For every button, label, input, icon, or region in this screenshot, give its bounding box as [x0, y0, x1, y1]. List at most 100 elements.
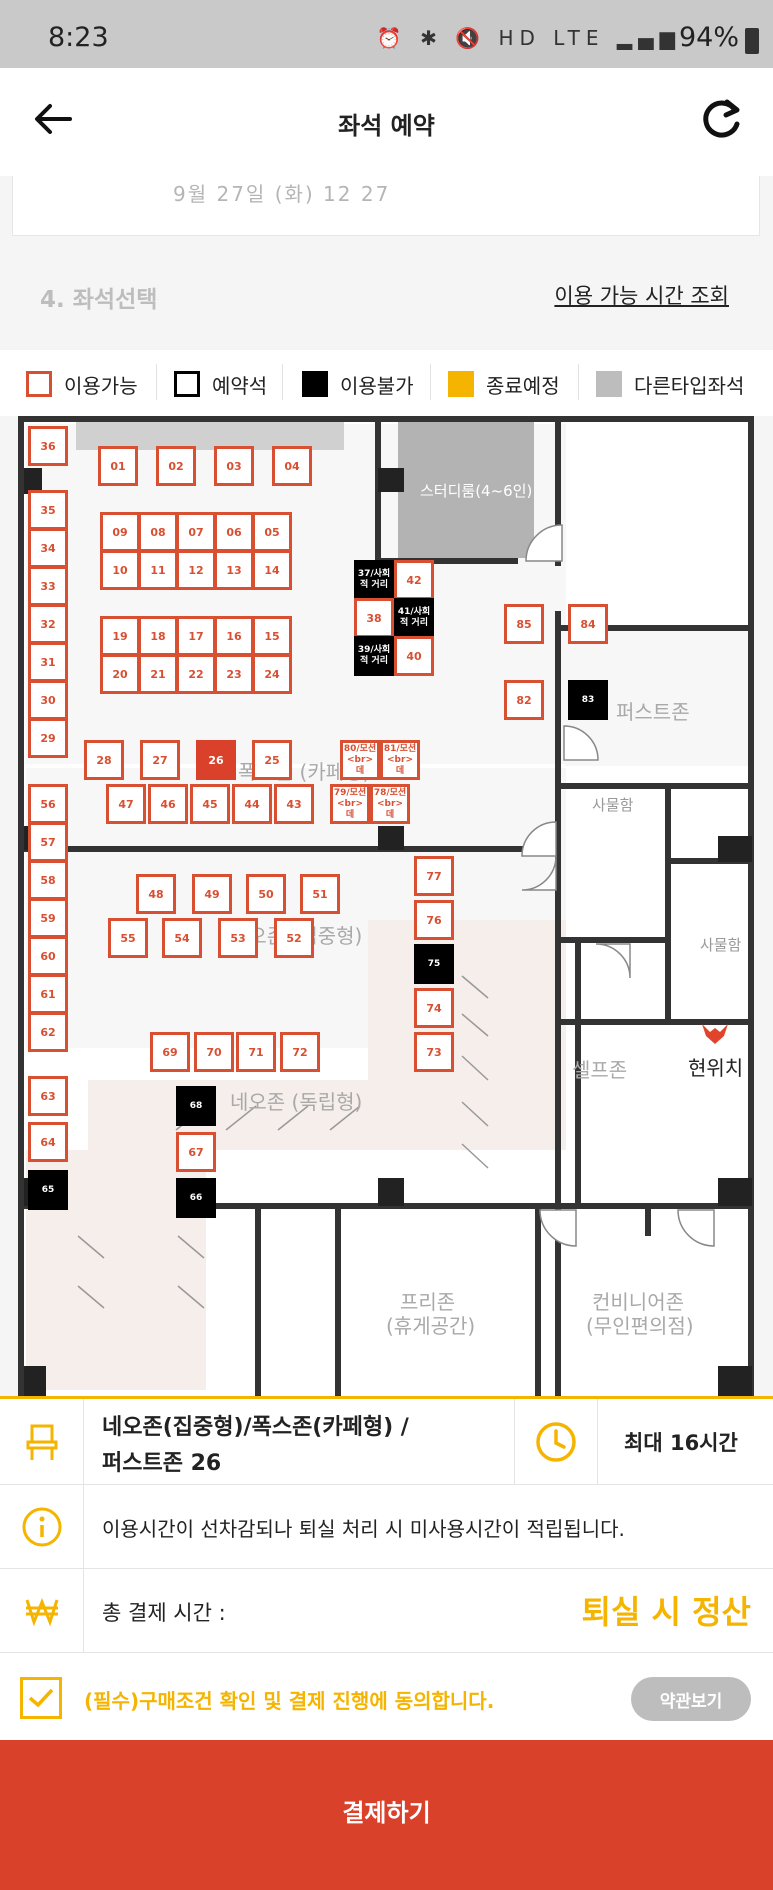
seat-39: 39/사회적 거리	[354, 636, 394, 676]
seat-38[interactable]: 38	[354, 598, 394, 638]
seat-67[interactable]: 67	[176, 1132, 216, 1172]
zone-study-room: 스터디룸(4~6인)	[420, 482, 533, 500]
seat-58[interactable]: 58	[28, 860, 68, 900]
seat-77[interactable]: 77	[414, 856, 454, 896]
seat-04[interactable]: 04	[272, 446, 312, 486]
seat-05[interactable]: 05	[252, 512, 292, 552]
seat-57[interactable]: 57	[28, 822, 68, 862]
seat-34[interactable]: 34	[28, 528, 68, 568]
seat-17[interactable]: 17	[176, 616, 216, 656]
seat-60[interactable]: 60	[28, 936, 68, 976]
seat-69[interactable]: 69	[150, 1032, 190, 1072]
seat-35[interactable]: 35	[28, 490, 68, 530]
seat-07[interactable]: 07	[176, 512, 216, 552]
seat-42[interactable]: 42	[394, 560, 434, 600]
seat-62[interactable]: 62	[28, 1012, 68, 1052]
seat-40[interactable]: 40	[394, 636, 434, 676]
seat-13[interactable]: 13	[214, 550, 254, 590]
clock-icon	[514, 1399, 598, 1485]
seat-19[interactable]: 19	[100, 616, 140, 656]
pay-button[interactable]: 결제하기	[0, 1740, 773, 1890]
seat-79[interactable]: 79/모션<br>데	[330, 784, 370, 824]
seat-10[interactable]: 10	[100, 550, 140, 590]
legend-label: 이용불가	[340, 373, 414, 398]
seat-53[interactable]: 53	[218, 918, 258, 958]
page-title: 좌석 예약	[338, 112, 435, 140]
seat-72[interactable]: 72	[280, 1032, 320, 1072]
seat-32[interactable]: 32	[28, 604, 68, 644]
available-time-link[interactable]: 이용 가능 시간 조회	[554, 284, 729, 308]
seat-24[interactable]: 24	[252, 654, 292, 694]
zone-self: 셀프존	[572, 1058, 628, 1082]
seat-12[interactable]: 12	[176, 550, 216, 590]
seat-01[interactable]: 01	[98, 446, 138, 486]
seat-09[interactable]: 09	[100, 512, 140, 552]
seat-64[interactable]: 64	[28, 1122, 68, 1162]
seat-27[interactable]: 27	[140, 740, 180, 780]
seat-29[interactable]: 29	[28, 718, 68, 758]
seat-82[interactable]: 82	[504, 680, 544, 720]
zone-locker-2: 사물함	[700, 936, 742, 954]
seat-59[interactable]: 59	[28, 898, 68, 938]
seat-36[interactable]: 36	[28, 426, 68, 466]
seat-44[interactable]: 44	[232, 784, 272, 824]
seat-80[interactable]: 80/모션<br>데	[340, 740, 380, 780]
agree-row: (필수)구매조건 확인 및 결제 진행에 동의합니다. 약관보기	[0, 1653, 773, 1743]
seat-43[interactable]: 43	[274, 784, 314, 824]
agree-checkbox[interactable]	[20, 1677, 62, 1719]
seat-70[interactable]: 70	[194, 1032, 234, 1072]
seat-30[interactable]: 30	[28, 680, 68, 720]
seat-14[interactable]: 14	[252, 550, 292, 590]
seat-31[interactable]: 31	[28, 642, 68, 682]
seat-22[interactable]: 22	[176, 654, 216, 694]
refresh-icon[interactable]	[697, 94, 747, 144]
total-label: 총 결제 시간 :	[102, 1601, 226, 1625]
seat-74[interactable]: 74	[414, 988, 454, 1028]
seat-81[interactable]: 81/모션<br>데	[380, 740, 420, 780]
seat-78[interactable]: 78/모션<br>데	[370, 784, 410, 824]
seat-legend: 이용가능 예약석 이용불가 종료예정 다른타입좌석	[0, 350, 773, 416]
seat-02[interactable]: 02	[156, 446, 196, 486]
seat-11[interactable]: 11	[138, 550, 178, 590]
seat-54[interactable]: 54	[162, 918, 202, 958]
legend-ending-soon: 종료예정	[448, 370, 560, 398]
seat-56[interactable]: 56	[28, 784, 68, 824]
seat-28[interactable]: 28	[84, 740, 124, 780]
seat-61[interactable]: 61	[28, 974, 68, 1014]
seat-71[interactable]: 71	[236, 1032, 276, 1072]
seat-18[interactable]: 18	[138, 616, 178, 656]
legend-other-type: 다른타입좌석	[596, 370, 744, 398]
status-bar: 8:23 ⏰ ✱ 🔇 HD LTE ▂▄▆ 94%	[0, 0, 773, 68]
seat-47[interactable]: 47	[106, 784, 146, 824]
seat-84[interactable]: 84	[568, 604, 608, 644]
app-header: 좌석 예약	[0, 68, 773, 176]
seat-26[interactable]: 26	[196, 740, 236, 780]
seat-25[interactable]: 25	[252, 740, 292, 780]
seat-03[interactable]: 03	[214, 446, 254, 486]
terms-button[interactable]: 약관보기	[631, 1677, 751, 1721]
back-arrow-icon[interactable]	[28, 94, 78, 144]
seat-55[interactable]: 55	[108, 918, 148, 958]
seat-46[interactable]: 46	[148, 784, 188, 824]
seat-23[interactable]: 23	[214, 654, 254, 694]
seat-20[interactable]: 20	[100, 654, 140, 694]
seat-63[interactable]: 63	[28, 1076, 68, 1116]
seat-48[interactable]: 48	[136, 874, 176, 914]
seat-76[interactable]: 76	[414, 900, 454, 940]
seat-73[interactable]: 73	[414, 1032, 454, 1072]
seat-06[interactable]: 06	[214, 512, 254, 552]
seat-21[interactable]: 21	[138, 654, 178, 694]
seat-16[interactable]: 16	[214, 616, 254, 656]
seat-08[interactable]: 08	[138, 512, 178, 552]
total-value: 퇴실 시 정산	[581, 1593, 751, 1631]
seat-50[interactable]: 50	[246, 874, 286, 914]
seat-33[interactable]: 33	[28, 566, 68, 606]
seat-45[interactable]: 45	[190, 784, 230, 824]
seat-52[interactable]: 52	[274, 918, 314, 958]
seat-51[interactable]: 51	[300, 874, 340, 914]
seat-85[interactable]: 85	[504, 604, 544, 644]
zone-free-subtitle: (휴게공간)	[386, 1314, 476, 1338]
zone-summary-line2: 퍼스트존 26	[102, 1451, 222, 1476]
seat-15[interactable]: 15	[252, 616, 292, 656]
seat-49[interactable]: 49	[192, 874, 232, 914]
